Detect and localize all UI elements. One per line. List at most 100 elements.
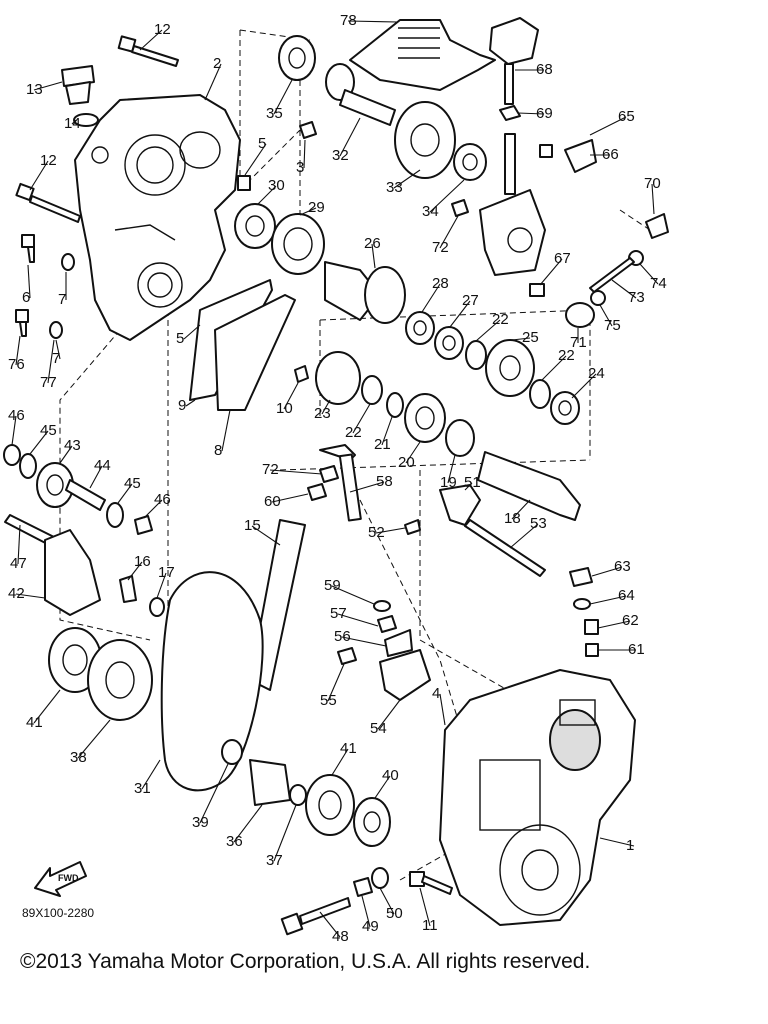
part-39-spacer <box>221 739 243 765</box>
part-73-rod <box>589 257 635 293</box>
callout-51: 51 <box>464 474 481 491</box>
callout-29: 29 <box>308 199 325 216</box>
callout-leader-63 <box>591 566 623 577</box>
callout-40: 40 <box>382 767 399 784</box>
part-65-shift-lever <box>479 133 546 276</box>
part-35-bearing <box>278 35 316 81</box>
callout-55: 55 <box>320 692 337 709</box>
callout-leader-22 <box>475 319 501 342</box>
callout-63: 63 <box>614 558 631 575</box>
callout-leader-22 <box>352 403 371 434</box>
callout-31: 31 <box>134 780 151 797</box>
part-2-housing-cover <box>74 94 241 341</box>
part-46-nut-left <box>3 444 21 466</box>
callout-leader-52 <box>375 527 406 534</box>
callout-42: 42 <box>8 585 25 602</box>
callout-leader-59 <box>331 585 375 605</box>
part-7-washer-lower <box>49 321 63 339</box>
callout-4: 4 <box>432 685 440 702</box>
callout-17: 17 <box>158 564 175 581</box>
callout-2: 2 <box>213 55 221 72</box>
callout-leader-41 <box>331 748 349 776</box>
part-40-bearing <box>353 797 391 847</box>
callout-leader-16 <box>127 561 143 581</box>
callout-leader-2 <box>204 63 222 101</box>
callout-leader-38 <box>77 719 111 759</box>
callout-72: 72 <box>262 461 279 478</box>
callout-leader-13 <box>33 81 63 91</box>
callout-leader-31 <box>141 759 161 790</box>
part-71-ball-joint <box>565 302 595 328</box>
part-53-shaft <box>464 519 546 577</box>
part-62-spring <box>584 619 599 635</box>
part-30-bearing <box>234 203 276 249</box>
callout-leader-53 <box>509 523 539 549</box>
callout-leader-34 <box>429 179 465 213</box>
callout-45: 45 <box>40 422 57 439</box>
callout-54: 54 <box>370 720 387 737</box>
callout-leader-77 <box>47 339 55 384</box>
part-23-gear <box>315 351 361 405</box>
part-32-shaft-gear <box>325 63 396 126</box>
callout-22: 22 <box>558 347 575 364</box>
callout-leader-69 <box>517 112 545 115</box>
callout-leader-12 <box>139 29 163 51</box>
callout-leader-76 <box>15 335 21 366</box>
part-12-bolt-left <box>15 182 81 223</box>
callout-22: 22 <box>492 311 509 328</box>
callout-leader-5 <box>244 143 267 176</box>
callout-68: 68 <box>536 61 553 78</box>
part-13-filler-cap <box>61 65 95 105</box>
callout-12: 12 <box>154 21 171 38</box>
part-42-bracket <box>44 529 101 616</box>
callout-leader-20 <box>405 441 421 464</box>
fwd-arrow-icon: FWD <box>34 861 87 897</box>
part-20-bearing <box>404 393 446 443</box>
callout-15: 15 <box>244 517 261 534</box>
part-8-gasket <box>214 294 296 411</box>
callout-10: 10 <box>276 400 293 417</box>
callout-7: 7 <box>58 291 66 308</box>
part-22-washer-right <box>529 379 551 409</box>
callout-44: 44 <box>94 457 111 474</box>
callout-26: 26 <box>364 235 381 252</box>
callout-leader-10 <box>283 382 299 410</box>
callout-19: 19 <box>440 474 457 491</box>
callout-69: 69 <box>536 105 553 122</box>
part-16-bolt <box>119 575 137 603</box>
callout-22: 22 <box>345 424 362 441</box>
callout-25: 25 <box>522 329 539 346</box>
callout-48: 48 <box>332 928 349 945</box>
part-57-nut <box>377 615 397 633</box>
callout-27: 27 <box>462 292 479 309</box>
callout-leader-43 <box>59 445 73 464</box>
part-49-nut <box>353 877 373 897</box>
callout-6: 6 <box>22 289 30 306</box>
part-63-plug <box>569 567 593 587</box>
callout-leader-50 <box>379 887 395 915</box>
part-52-pin <box>404 519 421 535</box>
callout-leader-24 <box>571 373 597 399</box>
part-36-sprocket <box>249 759 291 806</box>
callout-70: 70 <box>644 175 661 192</box>
callout-leader-1 <box>599 837 635 847</box>
callout-leader-44 <box>89 465 103 489</box>
callout-56: 56 <box>334 628 351 645</box>
part-41-bearing-right <box>305 774 355 836</box>
callout-leader-60 <box>271 493 309 503</box>
part-68-shift-knob <box>489 17 539 105</box>
callout-leader-28 <box>421 283 441 313</box>
callout-leader-29 <box>299 207 317 216</box>
callout-66: 66 <box>602 146 619 163</box>
callout-leader-5 <box>183 324 201 340</box>
callout-62: 62 <box>622 612 639 629</box>
callout-leader-51 <box>464 482 473 491</box>
part-31-drive-chain <box>160 571 264 792</box>
part-61-ball <box>585 643 599 657</box>
part-45-washer-right <box>106 502 124 528</box>
callout-36: 36 <box>226 833 243 850</box>
callout-61: 61 <box>628 641 645 658</box>
part-54-stopper <box>379 649 431 701</box>
callout-leader-54 <box>377 699 401 730</box>
part-51-shift-fork <box>439 484 481 526</box>
